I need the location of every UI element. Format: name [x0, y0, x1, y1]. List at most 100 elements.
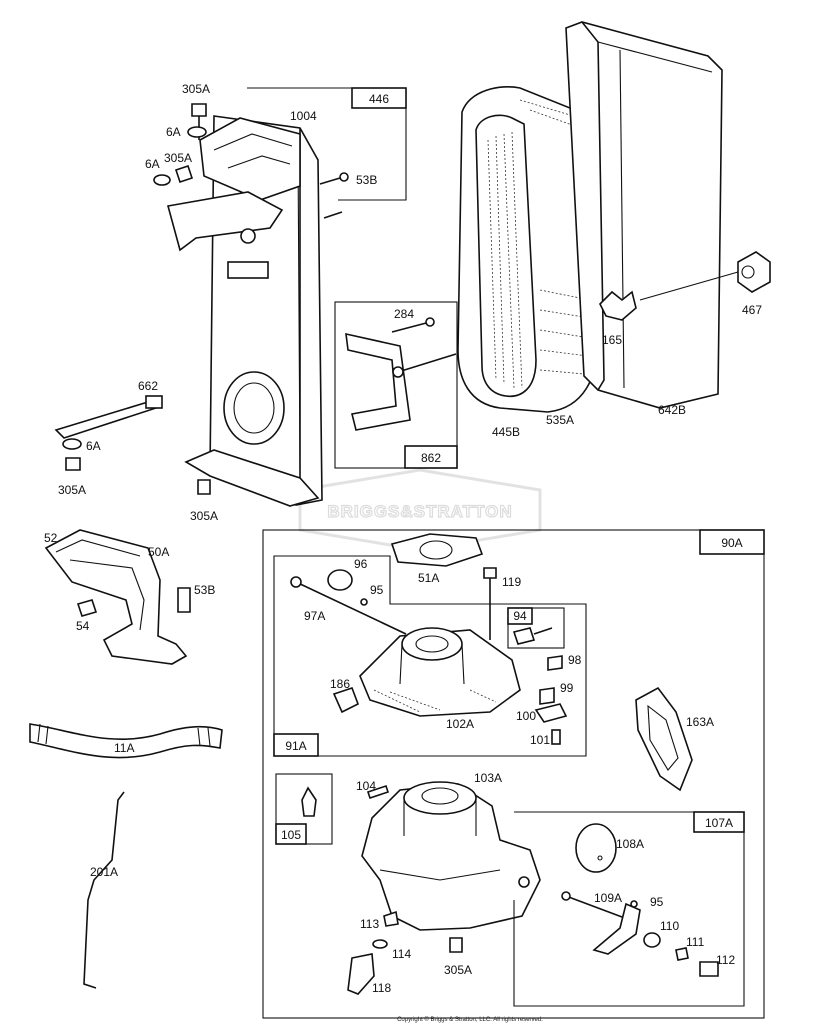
label-100: 100	[516, 709, 536, 723]
label-54: 54	[76, 619, 90, 633]
label-186: 186	[330, 677, 350, 691]
gasket-163a	[635, 686, 693, 792]
copyright-text: Copyright © Briggs & Stratton, LLC. All …	[397, 1016, 543, 1023]
label-305a-3: 305A	[58, 483, 86, 497]
washer-114	[372, 939, 388, 949]
rod-201a	[83, 791, 125, 989]
shaft-97a	[290, 576, 407, 635]
callout-box-862: 862	[334, 301, 458, 469]
label-642b: 642B	[658, 403, 686, 417]
label-305a-5: 305A	[444, 963, 472, 977]
label-96: 96	[354, 557, 368, 571]
label-284: 284	[394, 307, 414, 321]
label-305a-top: 305A	[182, 82, 210, 96]
label-6a-2: 6A	[145, 157, 160, 171]
collar-110	[643, 932, 661, 948]
label-111: 111	[686, 935, 705, 949]
part-labels: 305A 6A 305A 6A 1004 53B 284 662 6A 305A…	[44, 82, 762, 995]
label-445b: 445B	[492, 425, 520, 439]
screw-119	[483, 567, 497, 640]
box-label-91a: 91A	[285, 739, 306, 753]
throttle-plate-96	[327, 569, 368, 606]
callout-box-105: 105	[275, 773, 333, 845]
callout-box-107a: 107A	[513, 811, 745, 1007]
label-53b-1: 53B	[356, 173, 377, 187]
box-label-105: 105	[281, 828, 301, 842]
callout-box-446: 446	[247, 87, 407, 201]
fastener-305a-second	[153, 164, 194, 186]
air-filter-element	[457, 86, 599, 413]
label-51a: 51A	[418, 571, 439, 585]
callout-box-94: 94	[507, 607, 565, 649]
label-6a-1: 6A	[166, 125, 181, 139]
washer-95-second	[630, 900, 638, 908]
hose-11a	[29, 723, 223, 759]
choke-plate-108a	[575, 823, 617, 873]
spring-111	[675, 947, 689, 961]
box-label-446: 446	[369, 92, 389, 106]
label-305a-2: 305A	[164, 151, 192, 165]
part-101	[551, 729, 561, 745]
label-11a: 11A	[114, 741, 134, 755]
carburetor-body-102a	[359, 627, 521, 717]
pin-104	[366, 784, 390, 800]
screw-53b-top	[319, 172, 349, 185]
fastener-305a-carb	[449, 937, 463, 953]
label-109a: 109A	[594, 891, 622, 905]
label-103a: 103A	[474, 771, 502, 785]
link-662	[54, 395, 163, 471]
label-114: 114	[392, 947, 411, 961]
fastener-305a-base	[197, 479, 211, 495]
label-101: 101	[530, 733, 550, 747]
intake-elbow-50a	[44, 529, 188, 665]
label-112: 112	[716, 953, 735, 967]
label-104: 104	[356, 779, 376, 793]
valve-100	[534, 703, 568, 723]
label-1004: 1004	[290, 109, 317, 123]
label-119: 119	[502, 575, 521, 589]
label-50a: 50A	[148, 545, 169, 559]
label-95-2: 95	[650, 895, 664, 909]
screw-53b-elbow	[177, 587, 191, 613]
carburetor-103a	[361, 781, 541, 931]
label-53b-2: 53B	[194, 583, 215, 597]
fitting-118	[347, 953, 375, 995]
label-535a: 535A	[546, 413, 574, 427]
knob-467	[639, 251, 771, 301]
label-108a: 108A	[616, 837, 644, 851]
label-662: 662	[138, 379, 158, 393]
wing-nut-165	[599, 290, 637, 321]
label-98: 98	[568, 653, 582, 667]
watermark-text: BRIGGS&STRATTON	[327, 502, 512, 521]
label-305a-4: 305A	[190, 509, 218, 523]
label-110: 110	[660, 919, 679, 933]
box-label-107a: 107A	[705, 816, 733, 830]
air-cleaner-base	[166, 115, 343, 507]
label-201a: 201A	[90, 865, 118, 879]
screw-112	[699, 961, 719, 977]
label-102a: 102A	[446, 717, 474, 731]
fitting-186	[332, 686, 360, 714]
label-99: 99	[560, 681, 574, 695]
label-165: 165	[602, 333, 622, 347]
label-95-1: 95	[370, 583, 384, 597]
label-467: 467	[742, 303, 762, 317]
washer-6a-top	[187, 126, 207, 138]
label-97a: 97A	[304, 609, 325, 623]
label-113: 113	[360, 917, 379, 931]
label-118: 118	[372, 981, 391, 995]
shaft-109a	[561, 891, 641, 955]
gasket-51a	[390, 533, 484, 567]
label-6a-3: 6A	[86, 439, 101, 453]
callout-box-90a: 90A	[262, 529, 765, 1019]
screw-98	[547, 655, 563, 671]
fitting-113	[383, 910, 399, 927]
air-cleaner-cover	[565, 21, 723, 409]
spring-99	[539, 687, 555, 705]
box-label-94: 94	[513, 609, 527, 623]
box-label-862: 862	[421, 451, 441, 465]
label-163a: 163A	[686, 715, 714, 729]
box-label-90a: 90A	[721, 536, 742, 550]
label-52: 52	[44, 531, 58, 545]
